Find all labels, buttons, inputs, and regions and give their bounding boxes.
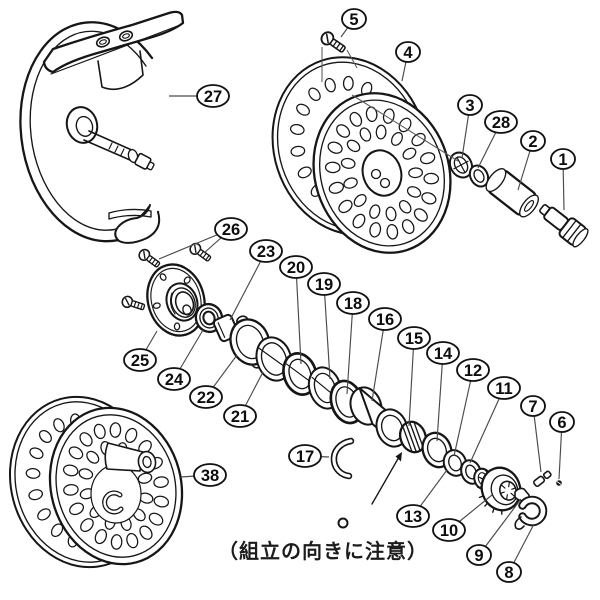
callout-19: 19 bbox=[307, 272, 341, 296]
callout-9: 9 bbox=[466, 544, 492, 566]
part-washer-28 bbox=[468, 164, 490, 188]
svg-text:8: 8 bbox=[504, 564, 513, 582]
part-spool-lower bbox=[8, 395, 184, 569]
callout-10: 10 bbox=[432, 518, 466, 542]
callout-20: 20 bbox=[279, 255, 313, 279]
part-ball bbox=[337, 517, 349, 529]
svg-text:11: 11 bbox=[495, 380, 512, 398]
svg-text:26: 26 bbox=[222, 221, 240, 239]
callout-21: 21 bbox=[223, 404, 257, 428]
svg-text:21: 21 bbox=[231, 408, 249, 426]
spool-clip bbox=[102, 490, 124, 515]
part-screw-6 bbox=[556, 480, 562, 486]
callout-38: 38 bbox=[193, 463, 227, 487]
svg-text:17: 17 bbox=[296, 448, 314, 466]
callout-22: 22 bbox=[189, 385, 223, 409]
part-pin-7 bbox=[533, 470, 552, 487]
leader-lines bbox=[139, 18, 565, 573]
callout-6: 6 bbox=[549, 411, 575, 433]
svg-text:15: 15 bbox=[405, 330, 423, 348]
callout-13: 13 bbox=[396, 504, 430, 528]
callout-1: 1 bbox=[550, 148, 576, 170]
svg-text:18: 18 bbox=[344, 295, 362, 313]
callout-25: 25 bbox=[123, 348, 157, 372]
callout-23: 23 bbox=[249, 239, 283, 263]
svg-text:5: 5 bbox=[349, 11, 358, 29]
reel-foot bbox=[42, 10, 185, 74]
svg-text:1: 1 bbox=[558, 151, 567, 169]
callout-18: 18 bbox=[336, 291, 370, 315]
svg-text:4: 4 bbox=[403, 44, 413, 62]
callout-11: 11 bbox=[487, 376, 521, 400]
svg-text:6: 6 bbox=[557, 414, 566, 432]
svg-text:25: 25 bbox=[131, 352, 149, 370]
part-washer-3 bbox=[448, 151, 474, 179]
callout-24: 24 bbox=[157, 367, 191, 391]
part-sleeve-2 bbox=[485, 168, 539, 218]
callout-27: 27 bbox=[196, 84, 230, 108]
callout-26: 26 bbox=[214, 217, 248, 241]
svg-text:10: 10 bbox=[440, 522, 458, 540]
spool-hub-tube bbox=[104, 442, 157, 474]
svg-text:2: 2 bbox=[528, 133, 537, 151]
callout-8: 8 bbox=[496, 561, 522, 583]
svg-text:22: 22 bbox=[197, 389, 215, 407]
svg-text:12: 12 bbox=[464, 362, 482, 380]
part-hub-25 bbox=[146, 263, 206, 337]
callout-3: 3 bbox=[457, 94, 483, 116]
svg-text:14: 14 bbox=[434, 345, 453, 363]
part-spool-upper bbox=[271, 56, 452, 254]
assembly-arrow bbox=[371, 452, 402, 505]
callout-28: 28 bbox=[484, 110, 518, 134]
part-shaft-1 bbox=[539, 204, 589, 248]
part-knob-10 bbox=[476, 466, 522, 515]
part-frame bbox=[19, 10, 185, 244]
callout-16: 16 bbox=[368, 307, 402, 331]
callout-2: 2 bbox=[520, 130, 546, 152]
part-clip-17 bbox=[330, 437, 355, 480]
callout-5: 5 bbox=[341, 8, 367, 30]
part-clamp-8 bbox=[514, 495, 548, 530]
assembly-note: （組立の向きに注意） bbox=[218, 539, 428, 563]
svg-text:19: 19 bbox=[315, 276, 333, 294]
svg-text:7: 7 bbox=[528, 398, 537, 416]
svg-text:27: 27 bbox=[204, 88, 222, 106]
svg-text:24: 24 bbox=[165, 371, 184, 389]
callout-15: 15 bbox=[397, 326, 431, 350]
svg-text:3: 3 bbox=[465, 97, 474, 115]
callout-4: 4 bbox=[395, 41, 421, 63]
svg-text:23: 23 bbox=[257, 243, 275, 261]
svg-text:13: 13 bbox=[404, 508, 422, 526]
callout-12: 12 bbox=[456, 358, 490, 382]
svg-text:9: 9 bbox=[474, 547, 483, 565]
callout-17: 17 bbox=[288, 444, 322, 468]
svg-text:28: 28 bbox=[492, 114, 510, 132]
callout-7: 7 bbox=[520, 395, 546, 417]
part-cylinder-15 bbox=[398, 420, 428, 454]
callout-14: 14 bbox=[426, 341, 460, 365]
svg-text:38: 38 bbox=[201, 467, 219, 485]
svg-text:16: 16 bbox=[376, 311, 394, 329]
svg-text:20: 20 bbox=[287, 259, 305, 277]
